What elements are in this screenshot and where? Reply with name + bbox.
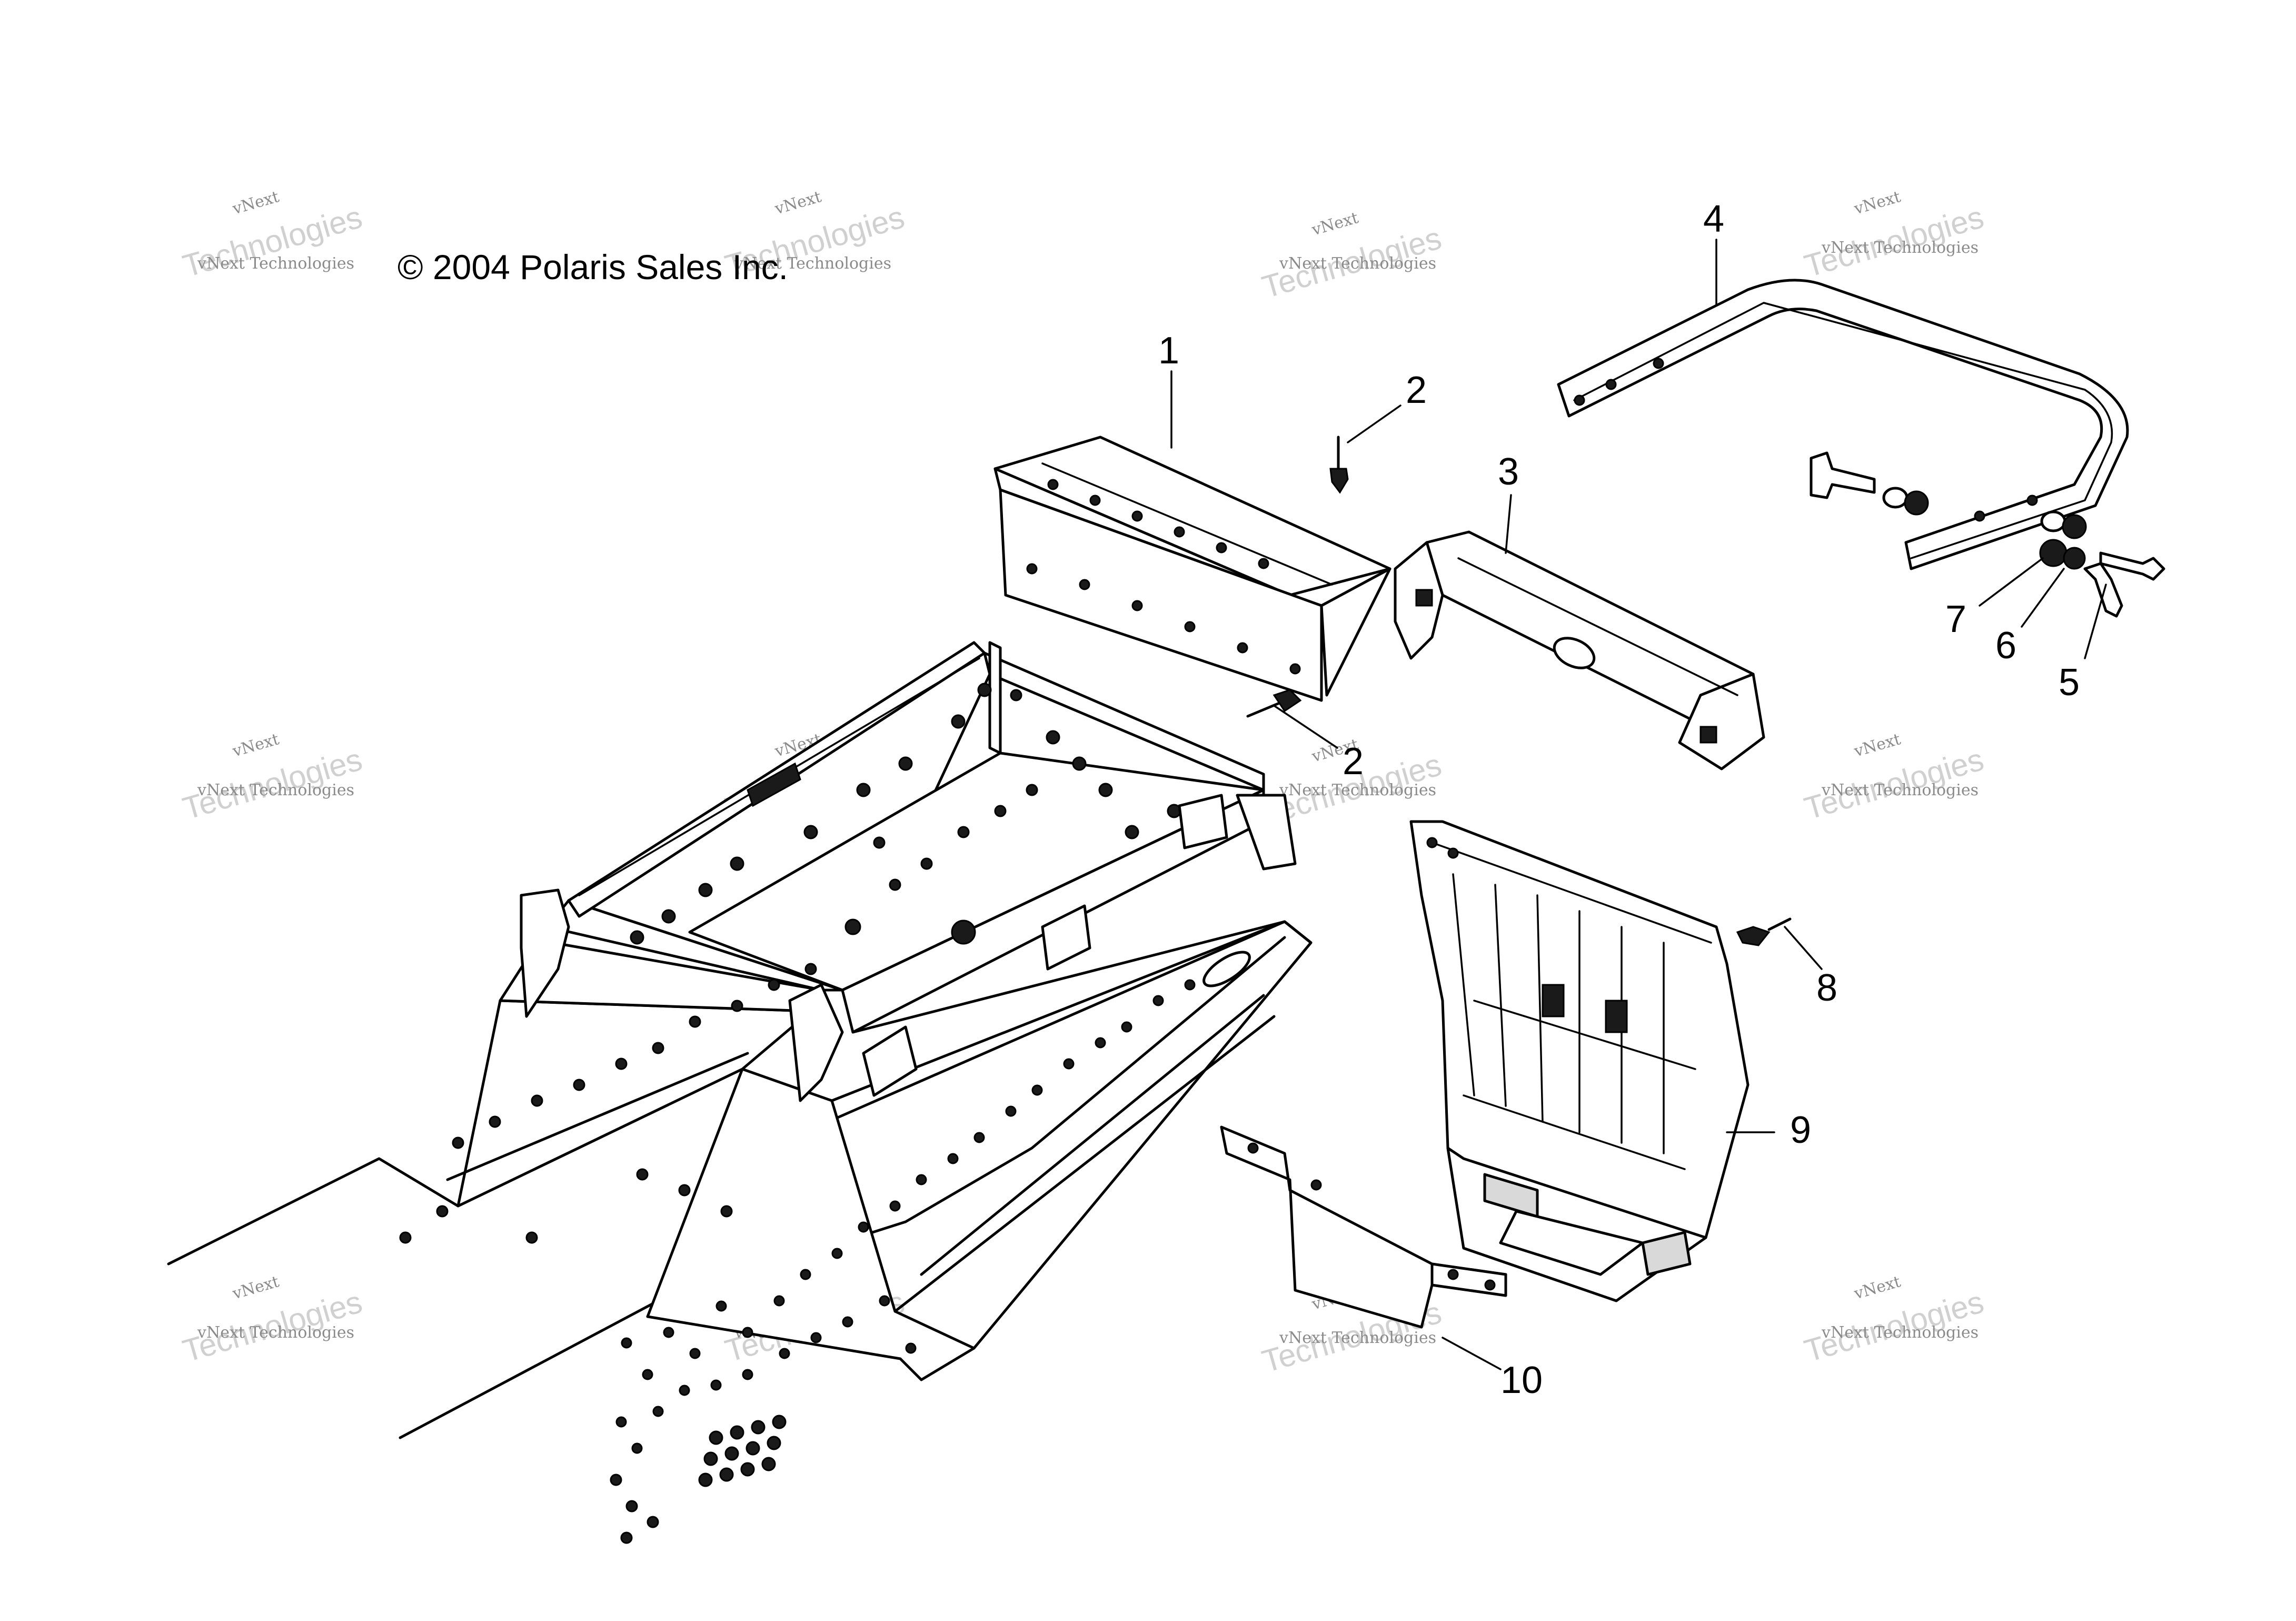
part-hardware-left <box>1810 451 1929 516</box>
part-seat-pan <box>993 436 1391 702</box>
part-push-rivet-flap <box>1736 917 1792 946</box>
callout-3: 3 <box>1498 451 1519 493</box>
watermark-tile: Technologies vNext <box>179 730 366 826</box>
watermark-brand-text: vNext <box>1852 730 1903 761</box>
watermark-tile: Technologies vNext <box>1801 730 1987 826</box>
callout-2-upper: 2 <box>1406 369 1427 411</box>
callout-10: 10 <box>1500 1359 1543 1401</box>
watermark-company-text: vNext Technologies <box>1821 239 1979 257</box>
part-hardware-right <box>2039 510 2165 618</box>
callout-9: 9 <box>1790 1109 1811 1151</box>
callout-8: 8 <box>1816 967 1837 1009</box>
watermark-company-text: vNext Technologies <box>734 254 891 273</box>
watermark-company-text: vNext Technologies <box>1279 254 1436 273</box>
watermark-company-text: vNext Technologies <box>1821 1323 1979 1342</box>
part-push-rivet-lower <box>1246 689 1302 718</box>
copyright-notice: © 2004 Polaris Sales Inc. <box>397 248 788 286</box>
callout-labels: 1 2 2 3 4 5 6 7 8 9 10 <box>1158 198 2080 1401</box>
part-bumper-mount <box>1394 530 1765 770</box>
callout-leaders <box>1170 239 2107 1370</box>
watermark-tile: Technologies vNext <box>1258 209 1445 305</box>
callout-6: 6 <box>1995 625 2016 667</box>
part-rear-bumper <box>1557 279 2129 570</box>
watermark-brand-text: vNext <box>230 730 281 761</box>
watermark-tile: Technologies vNext <box>1801 1272 1987 1369</box>
watermark-brand-text: vNext <box>230 1272 281 1303</box>
callout-2-lower: 2 <box>1343 740 1364 783</box>
watermark-company-text: vNext Technologies <box>1821 781 1979 799</box>
watermark-brand-text: vNext <box>772 187 823 219</box>
watermark-tile: Technologies vNext <box>179 1272 366 1369</box>
watermark-company-text: vNext Technologies <box>1279 1329 1436 1347</box>
watermark-tile: Technologies vNext <box>1801 187 1987 284</box>
part-snow-flap <box>1409 820 1750 1302</box>
watermark-brand-text: vNext <box>1852 1272 1903 1303</box>
watermark-company-text: vNext Technologies <box>197 254 354 273</box>
callout-4: 4 <box>1703 198 1724 240</box>
part-flap-bracket <box>1220 1125 1507 1329</box>
watermark-company-text: vNext Technologies <box>1279 781 1436 799</box>
watermark-company-text: vNext Technologies <box>197 781 354 799</box>
watermark-brand-text: vNext <box>230 187 281 219</box>
watermark-brand-text: vNext <box>1852 187 1903 219</box>
storage-box <box>399 641 1297 1244</box>
callout-5: 5 <box>2059 661 2080 704</box>
callout-1: 1 <box>1158 330 1179 372</box>
part-push-rivet-upper <box>1329 436 1349 494</box>
watermark-brand-text: vNext <box>1309 209 1360 240</box>
watermark-company-text: vNext Technologies <box>197 1323 354 1342</box>
callout-7: 7 <box>1945 598 1966 640</box>
